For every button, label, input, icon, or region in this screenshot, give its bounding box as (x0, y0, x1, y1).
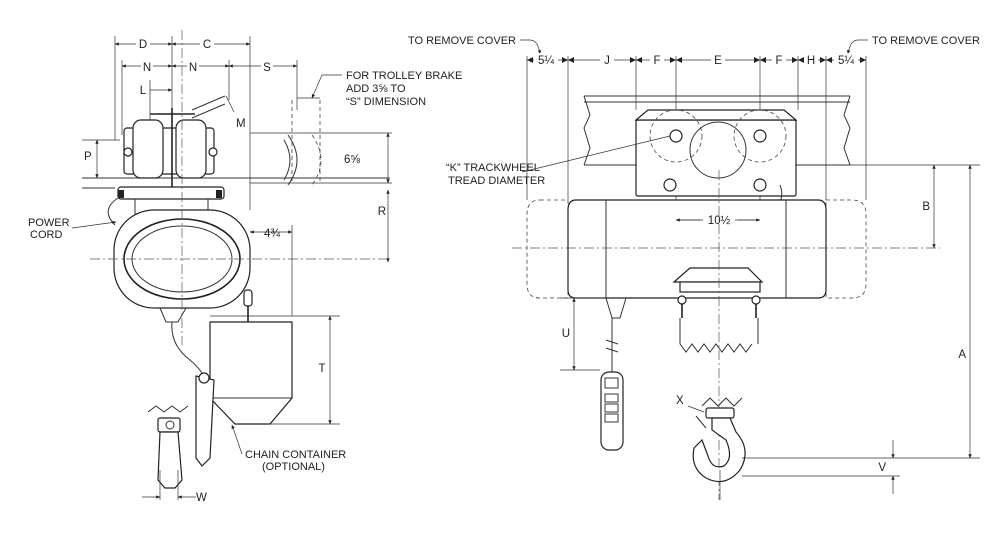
dim-L: L (140, 85, 147, 97)
dim-F-right: F (775, 55, 782, 67)
dim-N-left: N (143, 62, 151, 74)
dim-five-quarter-right: 5¼ (838, 55, 854, 67)
dim-S: S (263, 62, 271, 74)
dim-T: T (318, 363, 325, 375)
dim-five-quarter-left: 5¼ (538, 55, 554, 67)
chain-container-label-2: (OPTIONAL) (262, 461, 325, 473)
dim-P: P (84, 151, 92, 163)
hoist-body (512, 199, 940, 319)
pendant-station (600, 318, 624, 451)
dim-W: W (196, 492, 207, 504)
power-cord-label-1: POWER (28, 217, 70, 229)
trolley-brake-note-2: ADD 3⅝ TO (346, 83, 406, 95)
dim-B: B (922, 201, 930, 213)
trackwheel-label-1: “K” TRACKWHEEL (446, 162, 540, 174)
trolley-brake-note-3: “S” DIMENSION (346, 96, 426, 108)
dim-N-right: N (189, 62, 197, 74)
dim-D: D (139, 39, 147, 51)
dim-F-left: F (653, 55, 660, 67)
dim-six-five-eighths: 6⅝ (344, 154, 360, 166)
dim-V: V (878, 462, 886, 474)
power-cord-label-2: CORD (30, 229, 62, 241)
dim-M: M (236, 118, 246, 130)
dim-X: X (676, 395, 684, 407)
dim-H: H (807, 55, 815, 67)
dim-J: J (604, 55, 610, 67)
hook: X (676, 395, 746, 500)
hook-block (672, 170, 764, 500)
dim-E: E (714, 55, 722, 67)
chain-container-label-1: CHAIN CONTAINER (245, 449, 346, 461)
dim-U: U (562, 328, 570, 340)
trackwheel-label-2: TREAD DIAMETER (448, 175, 545, 187)
remove-cover-left-label: TO REMOVE COVER (408, 35, 516, 47)
side-view: D C N N S L M FOR TROLLEY BRAKE ADD 3⅝ T… (28, 30, 462, 504)
dim-R: R (378, 206, 386, 218)
front-view: TO REMOVE COVER TO REMOVE COVER (408, 35, 980, 500)
remove-cover-right-label: TO REMOVE COVER (872, 35, 980, 47)
dim-C: C (203, 39, 211, 51)
dim-A: A (958, 349, 966, 361)
trolley-brake-note-1: FOR TROLLEY BRAKE (346, 70, 462, 82)
dim-four-three-quarters: 4¾ (264, 228, 280, 240)
